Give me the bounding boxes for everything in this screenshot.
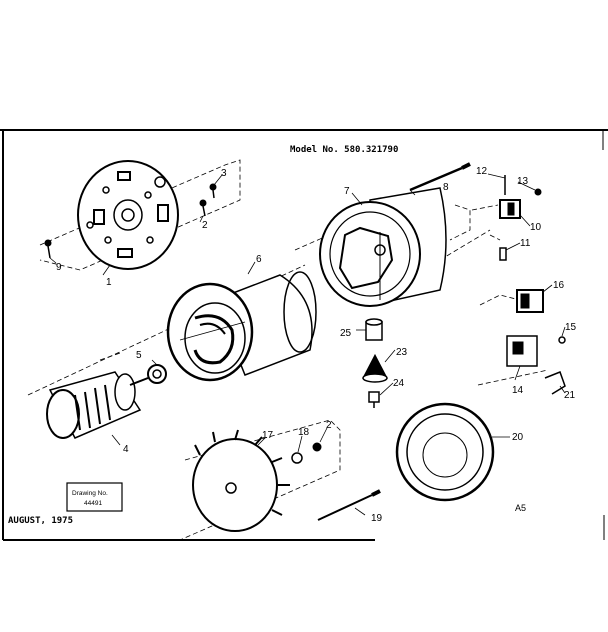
callout-19: 19 (371, 513, 383, 524)
callout-leader-lines (49, 173, 566, 516)
callout-14: 14 (512, 385, 524, 396)
callout-13: 13 (517, 176, 529, 187)
callout-23: 23 (396, 347, 408, 358)
switch-part (506, 335, 538, 367)
callout-2b: 2 (326, 420, 332, 431)
date-label: AUGUST, 1975 (8, 516, 73, 526)
callout-20: 20 (512, 432, 524, 443)
model-number-label: Model No. 580.321790 (290, 145, 398, 155)
callout-4: 4 (123, 444, 129, 455)
end-shield-part (395, 402, 495, 502)
end-bell-screws (44, 183, 217, 259)
stator-housing-part (166, 271, 317, 382)
bearing-part (147, 364, 167, 384)
nut-part (368, 391, 380, 408)
callout-11: 11 (520, 238, 531, 249)
callout-16: 16 (553, 280, 565, 291)
drawing-number-title: Drawing No. (72, 490, 108, 497)
callout-25: 25 (340, 328, 352, 339)
callout-6: 6 (256, 254, 262, 265)
fan-cone-part (362, 353, 388, 383)
drawing-number-box: Drawing No. 44491 (66, 482, 123, 512)
page-frame (0, 129, 608, 541)
through-bolt-top (409, 162, 471, 192)
drawing-number-value: 44491 (84, 500, 102, 507)
callout-10: 10 (530, 222, 542, 233)
callout-5: 5 (136, 350, 142, 361)
callout-8: 8 (443, 182, 449, 193)
callout-24: 24 (393, 378, 405, 389)
callout-21: 21 (564, 390, 576, 401)
spacer-part (365, 318, 383, 341)
armature-part (46, 371, 149, 439)
callout-12: 12 (476, 166, 488, 177)
washer-and-nut (291, 442, 322, 464)
callout-9: 9 (56, 262, 62, 273)
sheet-code-label: A5 (515, 503, 526, 513)
bracket-part (544, 336, 566, 395)
callout-numbers: 1 9 2 3 6 7 8 5 4 25 23 24 12 13 10 11 1… (56, 166, 577, 524)
brush-holder-assembly (499, 175, 542, 261)
end-bell-part (77, 160, 179, 270)
callout-7: 7 (344, 186, 350, 197)
callout-3: 3 (221, 168, 227, 179)
fan-part (192, 429, 290, 532)
callout-15: 15 (565, 322, 577, 333)
callout-1: 1 (106, 277, 112, 288)
switch-block-part (516, 289, 544, 313)
callout-17: 17 (262, 430, 274, 441)
callout-2a: 2 (202, 220, 208, 231)
through-bolt-bottom (317, 489, 381, 521)
callout-18: 18 (298, 427, 310, 438)
brush-housing-part (319, 187, 447, 307)
